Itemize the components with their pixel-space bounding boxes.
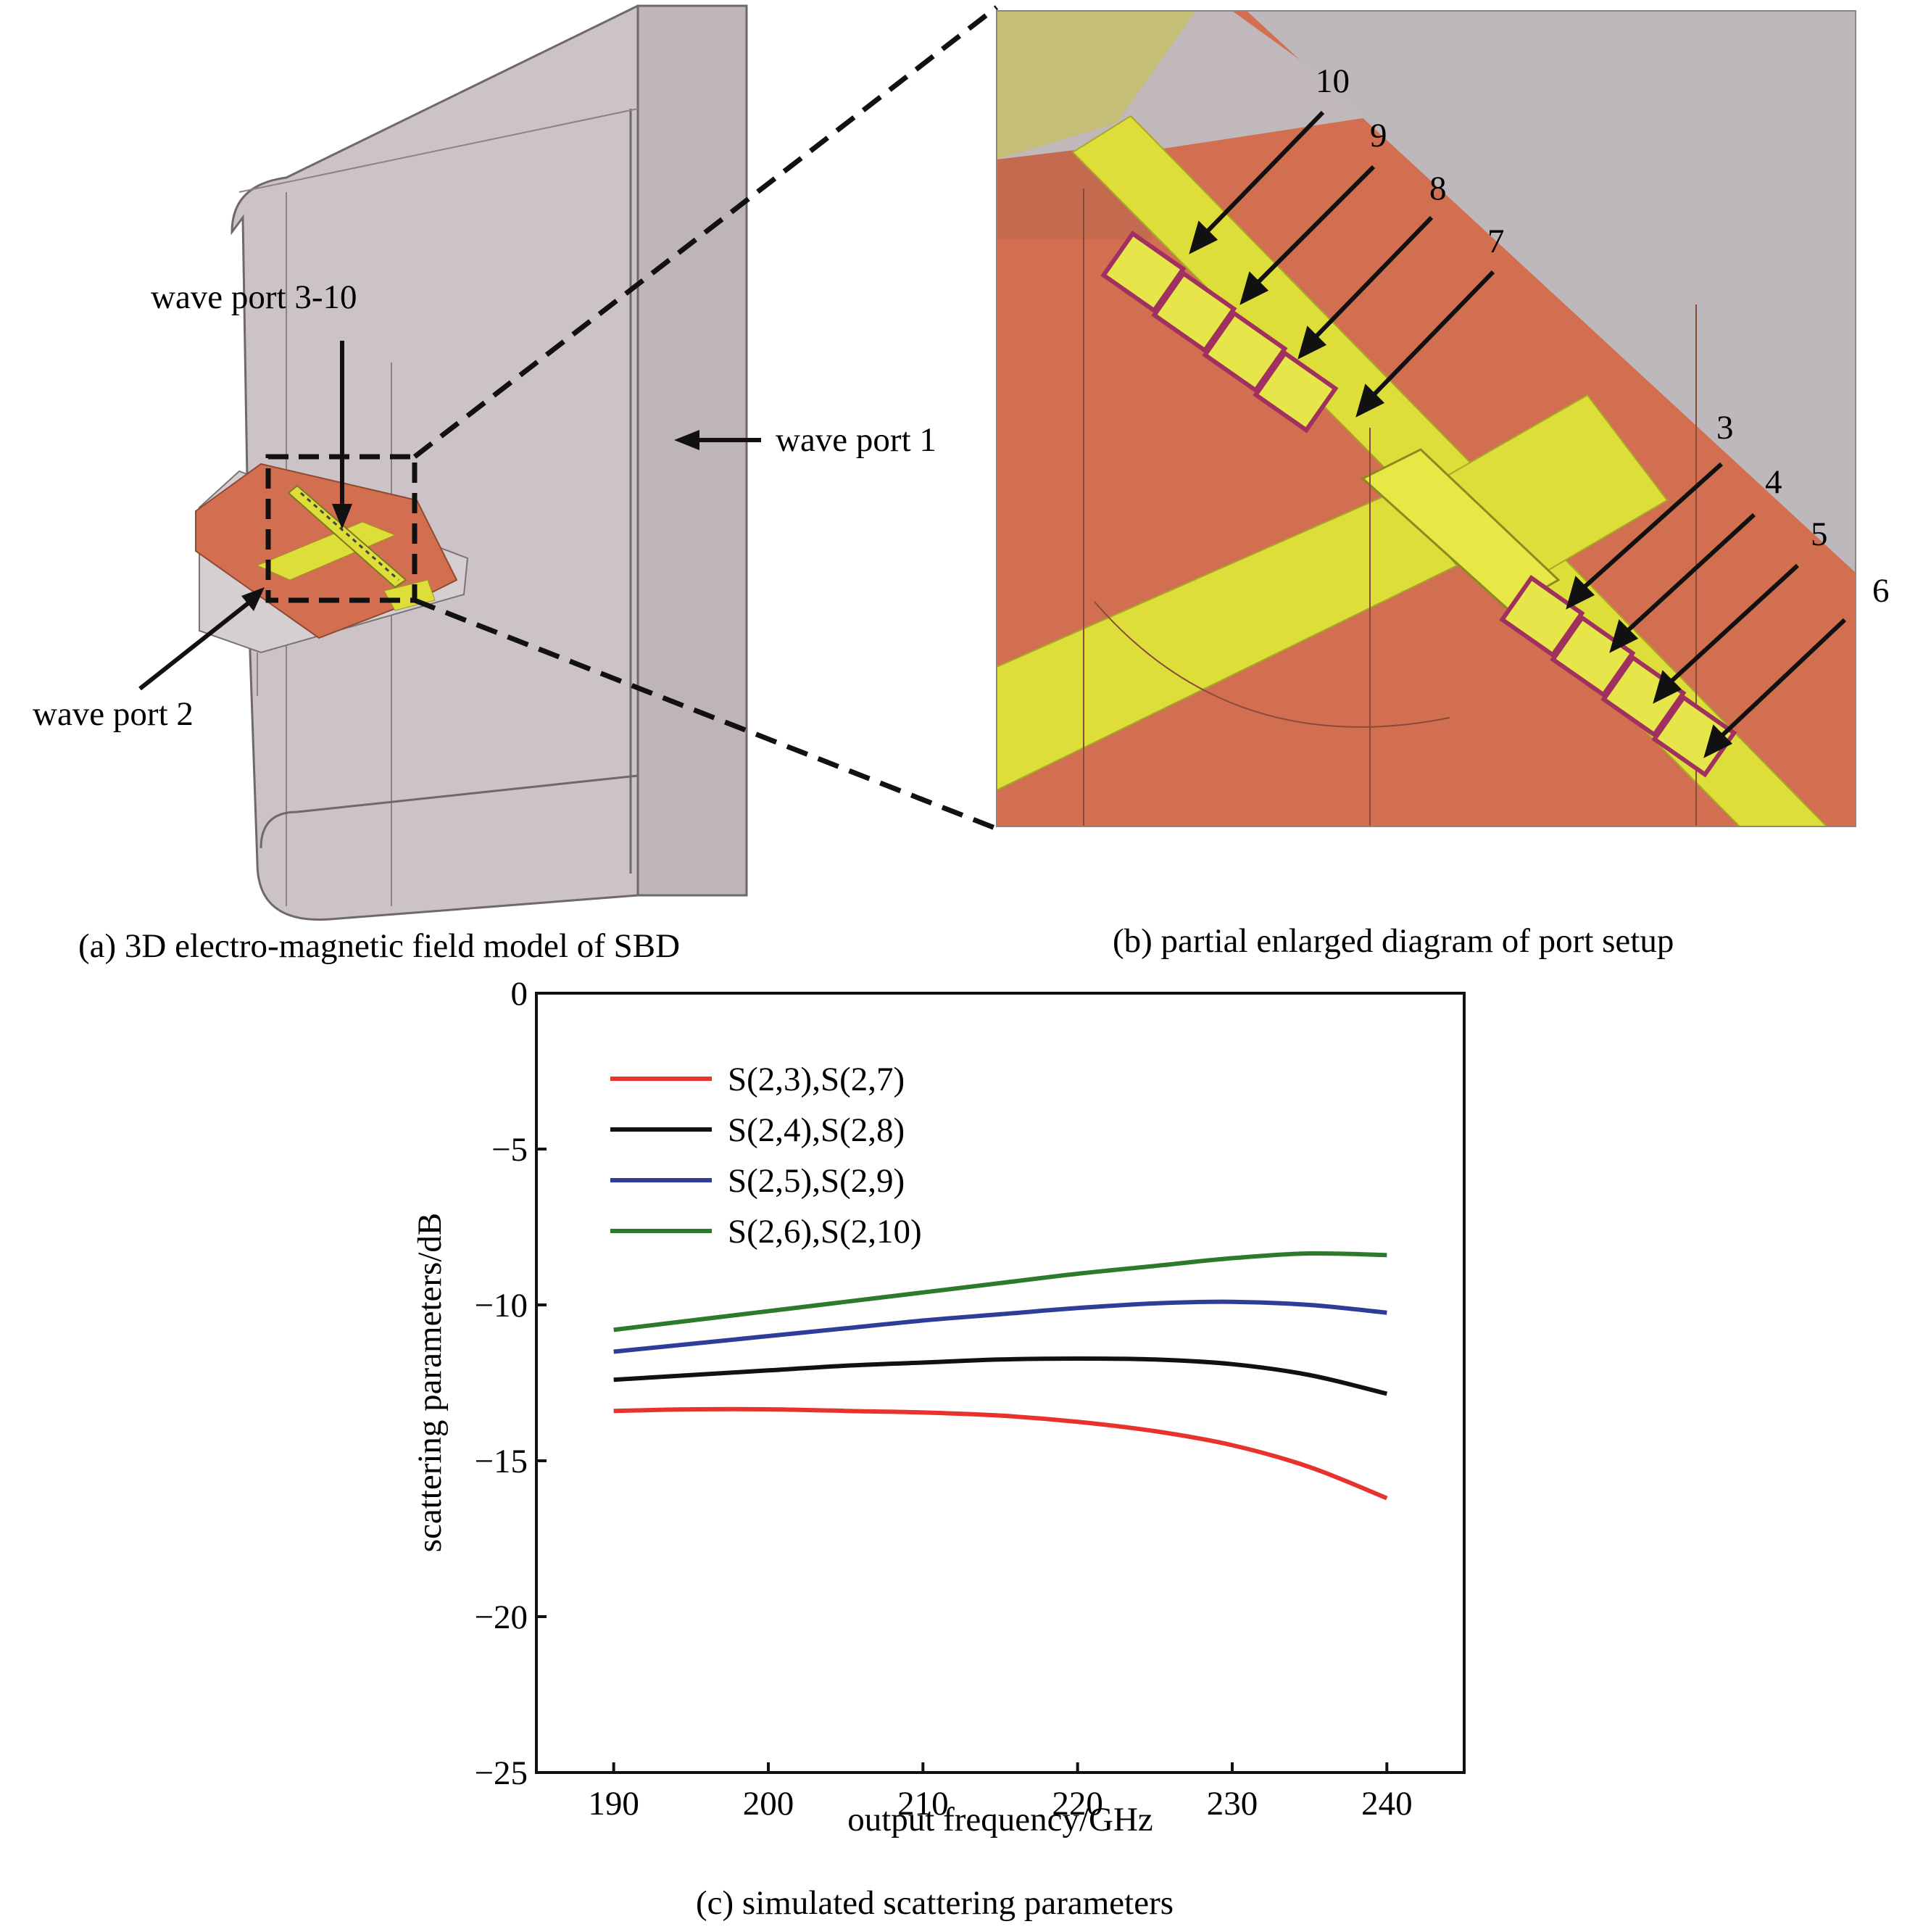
diode-chain [287,484,407,589]
housing-background [1247,11,1856,573]
panel-c-caption: (c) simulated scattering parameters [696,1884,1174,1922]
y-axis-ticks: 0 −5 −10 −15 −20 −25 [474,975,547,1792]
port-arrows [1189,110,1847,758]
microstrip [997,11,1196,159]
y-tick-label: −10 [474,1287,528,1324]
edge-line [1094,601,1450,728]
lower-pad [997,492,1458,792]
y-tick-label: −20 [474,1599,528,1636]
panel-a-3d-model: wave port 3-10 wave port 1 wave port 2 (… [33,4,936,965]
zoom-connector-bottom [413,597,998,832]
port-number-4: 4 [1765,463,1782,501]
y-tick-label: −25 [474,1754,528,1792]
housing-front-face [636,4,748,897]
port-number-3: 3 [1716,409,1734,447]
series-line-3 [613,1299,1387,1354]
legend-label-2: S(2,4),S(2,8) [728,1111,905,1149]
panel-b-enlarged-view: 10 9 8 7 3 4 5 6 (b) partial enlarged di… [996,10,1890,960]
port-number-7: 7 [1487,223,1505,260]
y-tick-label: −5 [491,1131,528,1169]
y-tick-label: 0 [511,975,528,1013]
panel-b-frame [996,10,1856,827]
port-number-6: 6 [1872,572,1890,610]
wave-port-2-annotation: wave port 2 [33,587,265,733]
legend: S(2,3),S(2,7) S(2,4),S(2,8) S(2,5),S(2,9) S… [610,1061,922,1251]
wave-port-1-annotation: wave port 1 [674,421,936,459]
microstrip [256,521,396,581]
x-tick-label: 210 [897,1785,949,1823]
port-number-8: 8 [1429,170,1447,207]
plot-frame [535,992,1466,1774]
diode-cells-lower [1499,575,1737,778]
x-tick-label: 230 [1207,1785,1258,1823]
series-line-1 [613,1406,1388,1501]
port-number-10: 10 [1316,62,1350,100]
wave-port-3-10-label: wave port 3-10 [151,278,357,316]
legend-label-1: S(2,3),S(2,7) [728,1061,905,1098]
x-axis-title: output frequency/GHz [847,1801,1153,1838]
series-line-2 [613,1356,1388,1396]
series-line-4 [613,1251,1387,1332]
x-axis-ticks: 190 200 210 220 230 240 [588,1762,1413,1823]
diode-cells-upper [1100,231,1339,434]
legend-label-4: S(2,6),S(2,10) [728,1213,922,1251]
wave-port-1-label: wave port 1 [776,421,936,459]
port-number-5: 5 [1811,515,1828,553]
panel-a-caption: (a) 3D electro-magnetic field model of S… [78,927,680,965]
zoom-connector-top [412,5,999,459]
wave-port-2-label: wave port 2 [33,695,194,733]
housing-edge [259,774,639,849]
y-axis-title: scattering parameters/dB [411,1213,449,1553]
legend-label-3: S(2,5),S(2,9) [728,1162,905,1200]
scattering-parameters-chart: 0 −5 −10 −15 −20 −25 190 200 210 220 230 240 outpu… [411,975,1466,1922]
waveguide-housing [230,4,748,921]
x-tick-label: 220 [1052,1785,1103,1823]
housing-edge [238,108,639,193]
series-lines [613,1251,1388,1501]
port-number-9: 9 [1370,117,1387,154]
x-tick-label: 200 [743,1785,794,1823]
panel-b-caption: (b) partial enlarged diagram of port set… [1113,922,1674,960]
center-pad [1361,448,1561,610]
x-tick-label: 240 [1361,1785,1413,1823]
x-tick-label: 190 [588,1785,639,1823]
wave-port-3-10-annotation: wave port 3-10 [151,278,357,529]
y-tick-label: −15 [474,1443,528,1480]
